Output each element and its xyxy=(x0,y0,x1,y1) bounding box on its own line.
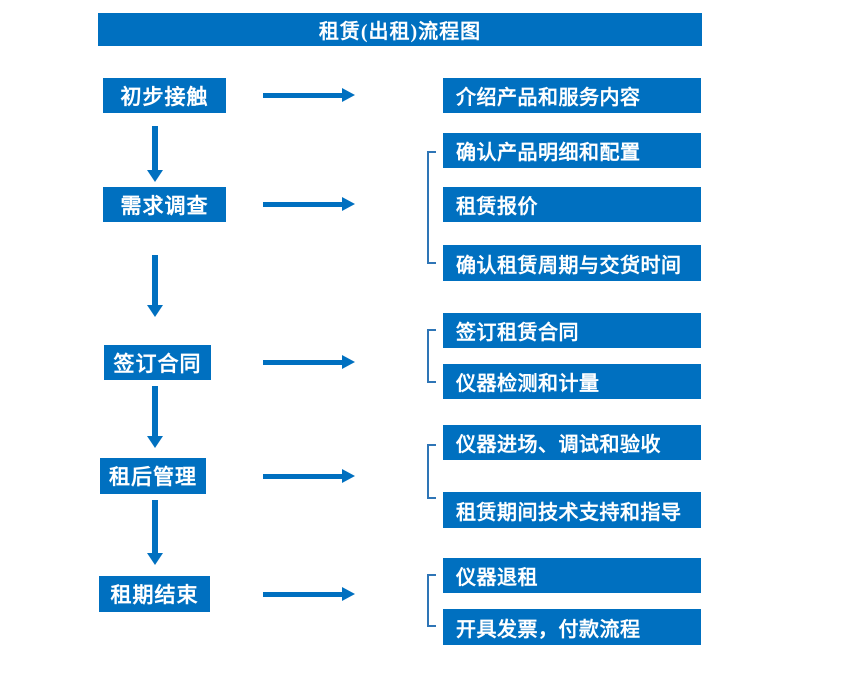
detail-label: 介绍产品和服务内容 xyxy=(456,87,641,109)
group-bracket xyxy=(427,574,436,627)
detail-box: 开具发票，付款流程 xyxy=(443,609,701,645)
stage-box-initial-contact: 初步接触 xyxy=(103,78,226,113)
stage-label: 租期结束 xyxy=(110,583,199,607)
right-arrow-icon xyxy=(263,469,355,483)
right-arrow-icon xyxy=(263,355,355,369)
detail-box: 租赁报价 xyxy=(443,187,701,222)
down-arrow-icon xyxy=(147,386,163,448)
detail-label: 确认产品明细和配置 xyxy=(456,142,641,164)
detail-box: 仪器退租 xyxy=(443,558,701,593)
detail-box: 租赁期间技术支持和指导 xyxy=(443,492,701,528)
detail-label: 开具发票，付款流程 xyxy=(456,618,641,641)
detail-label: 仪器检测和计量 xyxy=(456,373,600,395)
group-bracket xyxy=(427,329,436,383)
detail-label: 租赁报价 xyxy=(456,196,538,218)
group-bracket xyxy=(427,444,436,499)
stage-label: 初步接触 xyxy=(120,84,209,109)
detail-label: 确认租赁周期与交货时间 xyxy=(456,254,682,277)
right-arrow-icon xyxy=(263,197,355,211)
title-bar: 租赁(出租)流程图 xyxy=(98,13,702,46)
detail-box: 签订租赁合同 xyxy=(443,313,701,348)
detail-label: 仪器退租 xyxy=(456,567,538,589)
page-title: 租赁(出租)流程图 xyxy=(318,21,482,43)
down-arrow-icon xyxy=(147,126,163,182)
detail-box: 仪器进场、调试和验收 xyxy=(443,425,701,460)
stage-label: 需求调查 xyxy=(120,193,209,218)
detail-box: 确认产品明细和配置 xyxy=(443,133,701,168)
detail-box: 仪器检测和计量 xyxy=(443,364,701,399)
group-bracket xyxy=(427,151,436,264)
stage-box-post-rental-management: 租后管理 xyxy=(100,458,206,494)
right-arrow-icon xyxy=(263,587,355,601)
detail-label: 仪器进场、调试和验收 xyxy=(456,434,661,456)
detail-label: 租赁期间技术支持和指导 xyxy=(456,501,682,524)
down-arrow-icon xyxy=(147,500,163,565)
detail-label: 签订租赁合同 xyxy=(456,322,579,344)
stage-label: 租后管理 xyxy=(109,465,197,489)
stage-box-demand-survey: 需求调查 xyxy=(103,187,226,222)
stage-box-lease-end: 租期结束 xyxy=(99,576,210,612)
detail-box: 确认租赁周期与交货时间 xyxy=(443,245,701,281)
detail-box: 介绍产品和服务内容 xyxy=(443,78,701,113)
stage-label: 签订合同 xyxy=(113,351,202,376)
down-arrow-icon xyxy=(147,255,163,317)
right-arrow-icon xyxy=(263,88,355,102)
stage-box-sign-contract: 签订合同 xyxy=(104,345,211,380)
